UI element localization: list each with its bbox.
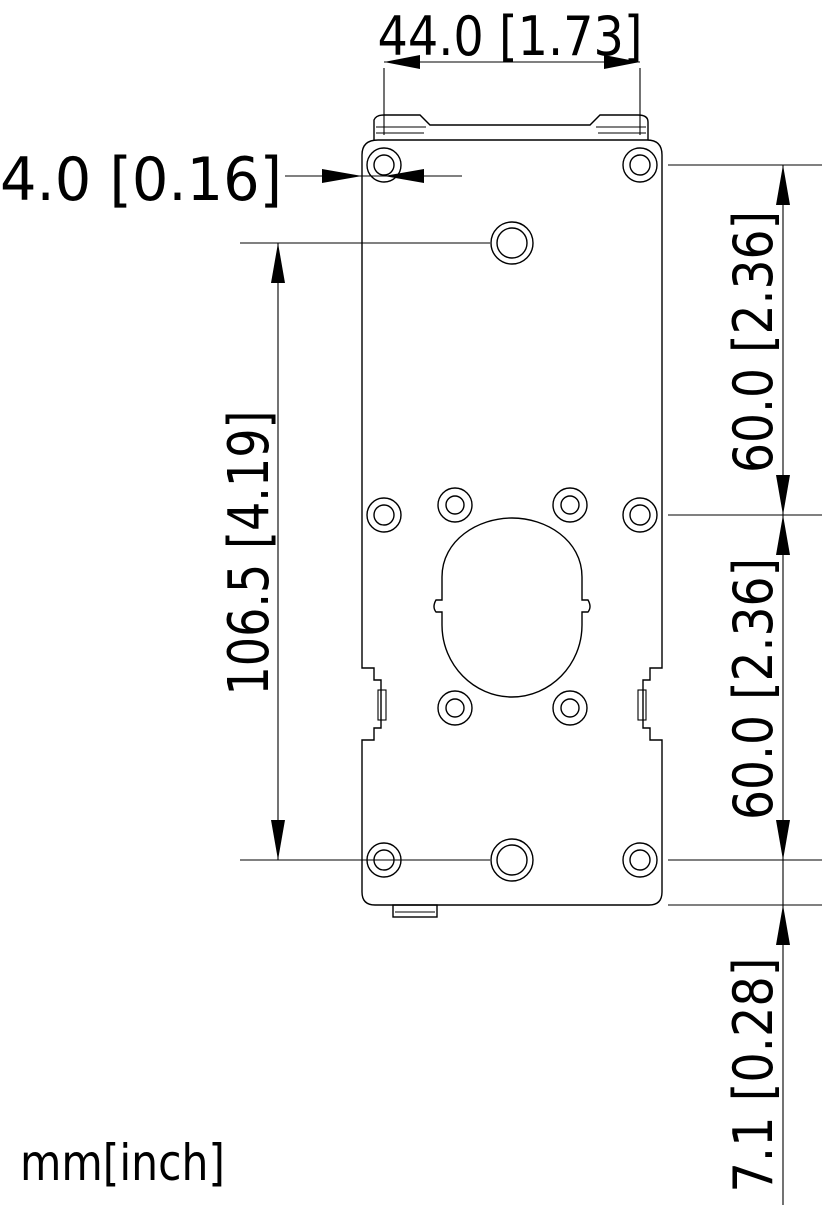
dim-right-bottom-label: 7.1 [0.28] <box>722 958 785 1193</box>
dim-left-height: 106.5 [4.19] <box>217 242 490 861</box>
dim-top-width-label: 44.0 [1.73] <box>378 5 643 68</box>
hole-top-right <box>622 147 658 183</box>
hole-low-inner-right <box>552 690 588 726</box>
plate-outline <box>361 114 663 918</box>
hole-mid-left <box>366 497 402 533</box>
center-cutout <box>433 517 591 698</box>
arrowhead-right-4 <box>776 820 790 860</box>
hole-mid-inner-left <box>437 487 473 523</box>
arrowhead-top-right <box>604 55 640 69</box>
hole-top-left <box>366 147 402 183</box>
dim-top-width: 44.0 [1.73] <box>378 5 643 135</box>
arrowhead-offset-left <box>322 169 362 183</box>
mounting-holes <box>366 147 658 882</box>
dim-hole-offset: 4.0 [0.16] <box>0 145 462 215</box>
hole-mid-right <box>622 497 658 533</box>
dim-left-height-label: 106.5 [4.19] <box>217 411 282 696</box>
arrowhead-left-top <box>271 243 285 283</box>
hole-bottom-center <box>490 838 534 882</box>
arrowhead-right-2 <box>776 475 790 515</box>
hole-mid-inner-right <box>552 487 588 523</box>
dim-right-middle-label: 60.0 [2.36] <box>722 558 785 820</box>
arrowhead-right-5 <box>776 905 790 945</box>
arrowhead-top-left <box>384 55 420 69</box>
arrowhead-offset-right <box>384 169 424 183</box>
dim-right-chain: 60.0 [2.36] 60.0 [2.36] 7.1 [0.28] <box>668 164 822 1205</box>
hole-upper-center <box>490 221 534 265</box>
arrowhead-left-bottom <box>271 820 285 860</box>
units-label: mm[inch] <box>20 1134 225 1192</box>
dim-hole-offset-label: 4.0 [0.16] <box>0 145 282 215</box>
hole-low-inner-left <box>437 690 473 726</box>
arrowhead-right-1 <box>776 165 790 205</box>
arrowhead-right-3 <box>776 515 790 555</box>
dim-right-upper-label: 60.0 [2.36] <box>722 211 785 473</box>
hole-bottom-right <box>622 842 658 878</box>
